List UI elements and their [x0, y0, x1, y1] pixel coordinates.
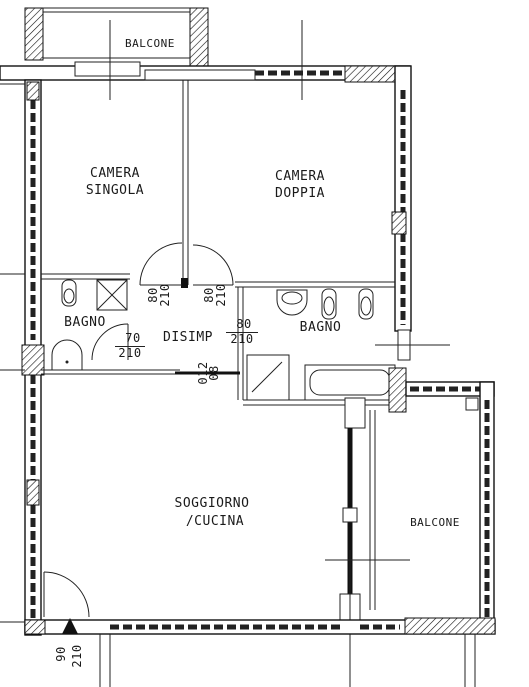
camera-singola-label-1: CAMERA: [90, 166, 140, 181]
soggiorno-label-2: /CUCINA: [185, 514, 245, 529]
left-exterior-wall: [0, 79, 45, 636]
camera-singola-label-2: SINGOLA: [85, 183, 145, 198]
bathroom-left-fixtures: [51, 279, 128, 371]
door4-height: 210: [226, 332, 258, 345]
disimp-label: DISIMP: [163, 330, 213, 345]
living-right-wall: [325, 367, 410, 687]
top-balcony: [24, 7, 209, 69]
balcone-top-label: BALCONE: [125, 37, 175, 50]
right-balcony: [369, 381, 495, 633]
door4-width: 80: [236, 317, 252, 331]
bathroom-right-fixtures: [246, 288, 396, 401]
door3-height: 210: [115, 346, 145, 359]
soggiorno-label-1: SOGGIORNO: [174, 496, 250, 511]
camera-doppia-label-2: DOPPIA: [275, 186, 325, 201]
bagno-right-label: BAGNO: [299, 320, 342, 335]
balcone-right-label: BALCONE: [410, 516, 460, 529]
interior-partitions: [41, 80, 395, 406]
right-exterior-wall: [375, 65, 450, 361]
door2-height: 210: [214, 283, 228, 307]
door1-height: 210: [158, 283, 172, 307]
door6-height: 210: [70, 644, 84, 668]
bagno-left-label: BAGNO: [64, 315, 106, 330]
top-exterior-wall: [0, 20, 411, 100]
bottom-exterior-wall: [0, 617, 496, 687]
door3-width: 70: [125, 331, 141, 345]
door-swings: [43, 242, 234, 618]
door5-height: 08: [207, 365, 221, 381]
door6-width: 90: [54, 646, 68, 662]
camera-doppia-label-1: CAMERA: [275, 169, 325, 184]
